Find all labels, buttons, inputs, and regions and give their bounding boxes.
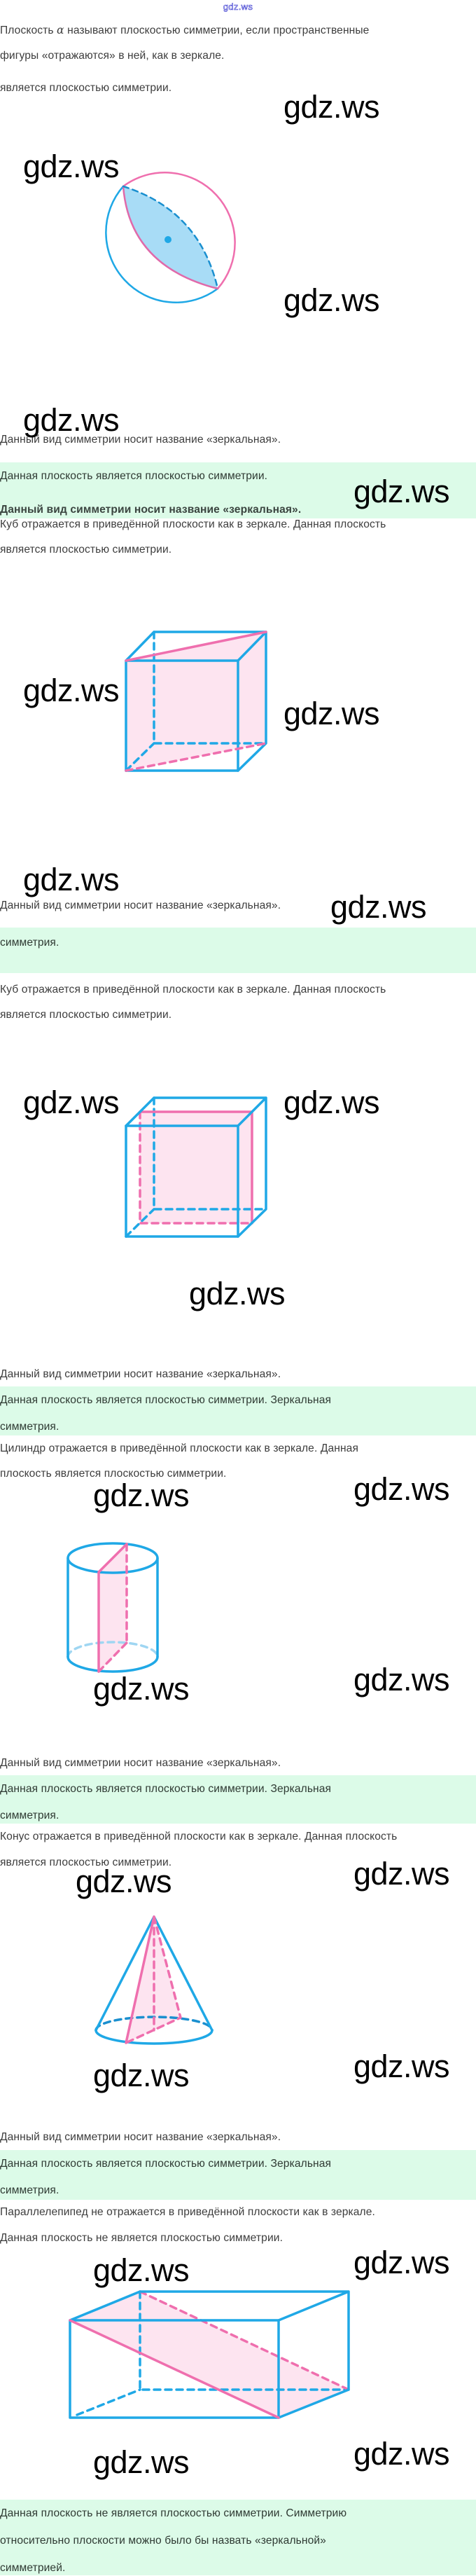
cube1-text-1: Куб отражается в приведённой плоскости к… (0, 518, 386, 530)
cube1-plane (126, 632, 266, 771)
cylinder-figure (66, 1542, 159, 1673)
cube1-answer-1: симметрия. (0, 937, 59, 949)
sphere-outline-front (122, 172, 236, 290)
intro-line-3: является плоскостью симметрии. (0, 82, 172, 94)
intro-line-1: Плоскость α называют плоскостью симметри… (0, 22, 369, 38)
cone-text-2: является плоскостью симметрии. (0, 1857, 172, 1868)
watermark: gdz.ws (354, 2436, 450, 2472)
sphere-answer-1: Данная плоскость является плоскостью сим… (0, 470, 268, 482)
cube2-caption: Данный вид симметрии носит название «зер… (0, 1368, 281, 1380)
watermark: gdz.ws (23, 862, 120, 897)
watermark: gdz.ws (23, 1084, 120, 1120)
sphere-answer-band: Данная плоскость является плоскостью сим… (0, 462, 476, 518)
cone-answer-band: Данная плоскость является плоскостью сим… (0, 2150, 476, 2200)
cube2-answer-2: симметрия. (0, 1421, 59, 1433)
cube2-answer-1: Данная плоскость является плоскостью сим… (0, 1394, 332, 1406)
watermark: gdz.ws (354, 1856, 450, 1892)
watermark: gdz.ws (93, 1478, 190, 1513)
watermark: gdz.ws (284, 1084, 380, 1120)
cube1-answer-band: симметрия. (0, 928, 476, 973)
box-figure (69, 2290, 350, 2419)
watermark: gdz.ws (23, 149, 120, 184)
cylinder-caption: Данный вид симметрии носит название «зер… (0, 1757, 281, 1769)
watermark: gdz.ws (93, 1671, 190, 1707)
cube1-figure (125, 631, 267, 772)
cone-caption: Данный вид симметрии носит название «зер… (0, 2131, 281, 2143)
box-answer-band: Данная плоскость не является плоскостью … (0, 2500, 476, 2575)
sphere-section-back (122, 185, 219, 290)
sphere-section-front (122, 185, 219, 290)
alpha-symbol: α (57, 24, 64, 36)
watermark: gdz.ws (354, 1662, 450, 1697)
watermark: gdz.ws (93, 2444, 190, 2480)
watermark: gdz.ws (354, 474, 450, 509)
watermark: gdz.ws (354, 2048, 450, 2084)
sphere-center-dot (164, 236, 172, 243)
cube2-figure (125, 1096, 267, 1238)
watermark: gdz.ws (284, 696, 380, 731)
cube2-plane (140, 1112, 252, 1223)
cylinder-text-1: Цилиндр отражается в приведённой плоскос… (0, 1442, 358, 1454)
cylinder-answer-2: симметрия. (0, 1810, 59, 1821)
box-answer-1: Данная плоскость не является плоскостью … (0, 2507, 347, 2519)
sphere-figure (105, 172, 236, 303)
watermark: gdz.ws (354, 2245, 450, 2280)
cube2-answer-band: Данная плоскость является плоскостью сим… (0, 1386, 476, 1435)
box-plane (70, 2292, 349, 2418)
site-header-logo[interactable]: gdz.ws (223, 1, 253, 13)
box-text-1: Параллелепипед не отражается в приведённ… (0, 2206, 375, 2218)
intro-line-1a: Плоскость (0, 25, 54, 36)
watermark: gdz.ws (354, 1471, 450, 1507)
sphere-answer-2: Данный вид симметрии носит название «зер… (0, 504, 302, 516)
cone-answer-1: Данная плоскость является плоскостью сим… (0, 2158, 332, 2170)
watermark: gdz.ws (330, 889, 427, 925)
box-answer-3: симметрией. (0, 2562, 66, 2574)
watermark: gdz.ws (76, 1864, 172, 1899)
cube2-text-2: является плоскостью симметрии. (0, 1009, 172, 1021)
cylinder-answer-band: Данная плоскость является плоскостью сим… (0, 1775, 476, 1824)
cube2-text-1: Куб отражается в приведённой плоскости к… (0, 984, 386, 996)
watermark: gdz.ws (189, 1276, 286, 1311)
watermark: gdz.ws (93, 2058, 190, 2093)
cylinder-answer-1: Данная плоскость является плоскостью сим… (0, 1783, 332, 1795)
watermark: gdz.ws (93, 2252, 190, 2288)
cone-figure (94, 1915, 214, 2045)
cone-answer-2: симметрия. (0, 2184, 59, 2196)
watermark: gdz.ws (284, 282, 380, 318)
box-answer-2: относительно плоскости можно было бы наз… (0, 2535, 326, 2547)
cone-text-1: Конус отражается в приведённой плоскости… (0, 1831, 398, 1843)
box-text-2: Данная плоскость не является плоскостью … (0, 2232, 284, 2244)
watermark: gdz.ws (23, 402, 120, 438)
watermark: gdz.ws (284, 89, 380, 125)
cylinder-text-2: плоскость является плоскостью симметрии. (0, 1468, 227, 1480)
sphere-outline-back (105, 185, 219, 303)
intro-line-1b: называют плоскостью симметрии, если прос… (67, 25, 370, 36)
sphere-caption: Данный вид симметрии носит название «зер… (0, 434, 281, 446)
cylinder-plane (99, 1544, 127, 1672)
cube1-caption: Данный вид симметрии носит название «зер… (0, 900, 281, 911)
watermark: gdz.ws (23, 673, 120, 708)
intro-line-2: фигуры «отражаются» в ней, как в зеркале… (0, 50, 225, 62)
cube1-text-2: является плоскостью симметрии. (0, 544, 172, 556)
